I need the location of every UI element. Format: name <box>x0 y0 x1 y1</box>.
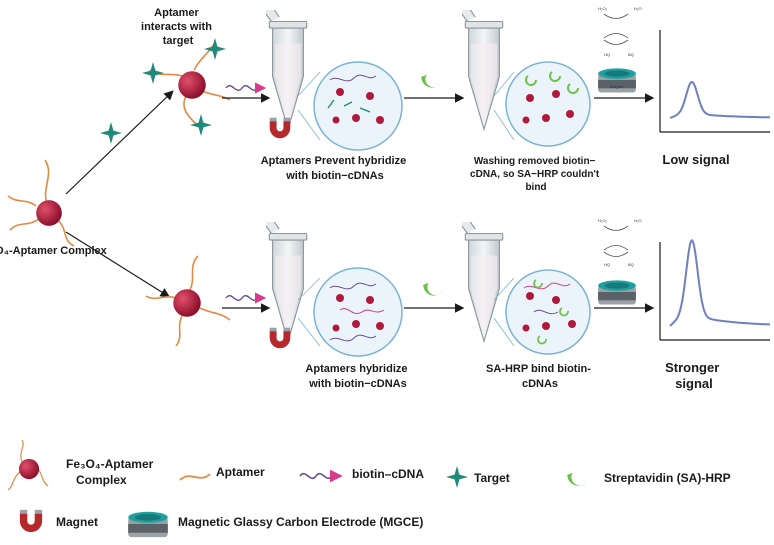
svg-text:H₂O₂: H₂O₂ <box>598 6 608 11</box>
svg-text:H₂O: H₂O <box>634 6 642 11</box>
cdna-top-icon <box>225 82 267 94</box>
complex-label: Fe₃O₄-Aptamer Complex <box>0 245 108 257</box>
electrode-top: H₂O₂ H₂O HQ BQ Magnet <box>598 6 642 93</box>
svg-text:BQ: BQ <box>628 52 634 57</box>
bottom-tube-label: Aptamers hybridize with biotin−cDNAs <box>305 363 410 390</box>
legend-target-icon <box>446 466 468 488</box>
bottom-sahrp-label: SA-HRP bind biotin- cDNAs <box>486 363 594 390</box>
legend-sahrp-label: Streptavidin (SA)-HRP <box>604 471 731 485</box>
svg-text:BQ: BQ <box>628 262 634 267</box>
legend-aptamer-label: Aptamer <box>216 465 265 479</box>
legend-complex <box>7 439 49 491</box>
legend: Fe₃O₄-Aptamer Complex Aptamer biotin–cDN… <box>7 439 731 538</box>
stronger-signal-label: Stronger signal <box>665 360 723 391</box>
legend-complex-label: Fe₃O₄-Aptamer Complex <box>66 457 157 487</box>
electrode-bottom: H₂O₂ H₂O HQ BQ <box>598 218 642 305</box>
target-star-icon <box>100 122 122 144</box>
top-tube-label: Aptamers Prevent hybridize with biotin−c… <box>261 155 410 182</box>
sahrp-bottom-icon <box>423 282 443 296</box>
low-signal-curve <box>669 80 771 119</box>
arrow-no-target <box>65 231 171 298</box>
legend-mgce-label: Magnetic Glassy Carbon Electrode (MGCE) <box>178 515 423 529</box>
zoom-circle-top2 <box>505 61 591 147</box>
zoom-circle-bottom2 <box>505 269 591 355</box>
strong-signal-curve <box>669 238 771 327</box>
aptamer-free-complex <box>145 255 231 347</box>
tube-bottom2-icon <box>462 222 504 342</box>
signal-plot-top <box>659 30 771 133</box>
magnet-bottom-icon <box>269 327 291 349</box>
tube-top2-icon <box>462 10 504 130</box>
legend-cdna-label: biotin–cDNA <box>352 467 424 481</box>
cdna-bottom-icon <box>225 292 267 304</box>
sahrp-top-icon <box>421 74 441 88</box>
fe3o4-aptamer-complex <box>7 159 75 247</box>
svg-text:H₂O: H₂O <box>634 218 642 223</box>
svg-text:H₂O₂: H₂O₂ <box>598 218 608 223</box>
signal-plot-bottom <box>659 238 771 341</box>
legend-aptamer-icon <box>179 473 211 481</box>
tube-top-icon <box>266 10 308 130</box>
svg-text:Magnet: Magnet <box>610 84 624 89</box>
low-signal-label: Low signal <box>662 152 729 167</box>
svg-text:HQ: HQ <box>604 262 610 267</box>
legend-magnet-label: Magnet <box>56 515 98 529</box>
legend-cdna-icon <box>299 469 343 483</box>
magnet-top-icon <box>269 117 291 139</box>
tube-bottom-icon <box>266 222 308 342</box>
arrow-to-target <box>65 90 174 195</box>
svg-text:HQ: HQ <box>604 52 610 57</box>
top-wash-label: Washing removed biotin− cDNA, so SA−HRP … <box>470 156 602 193</box>
top-target-label: Aptamer interacts with target <box>141 7 215 47</box>
legend-sahrp-icon <box>567 472 587 486</box>
legend-target-label: Target <box>474 471 510 485</box>
legend-magnet-icon <box>19 509 43 533</box>
legend-mgce-icon <box>128 511 168 538</box>
zoom-circle-top <box>313 61 403 151</box>
zoom-circle-bottom <box>313 267 403 357</box>
aptamer-target-complex <box>142 38 231 136</box>
